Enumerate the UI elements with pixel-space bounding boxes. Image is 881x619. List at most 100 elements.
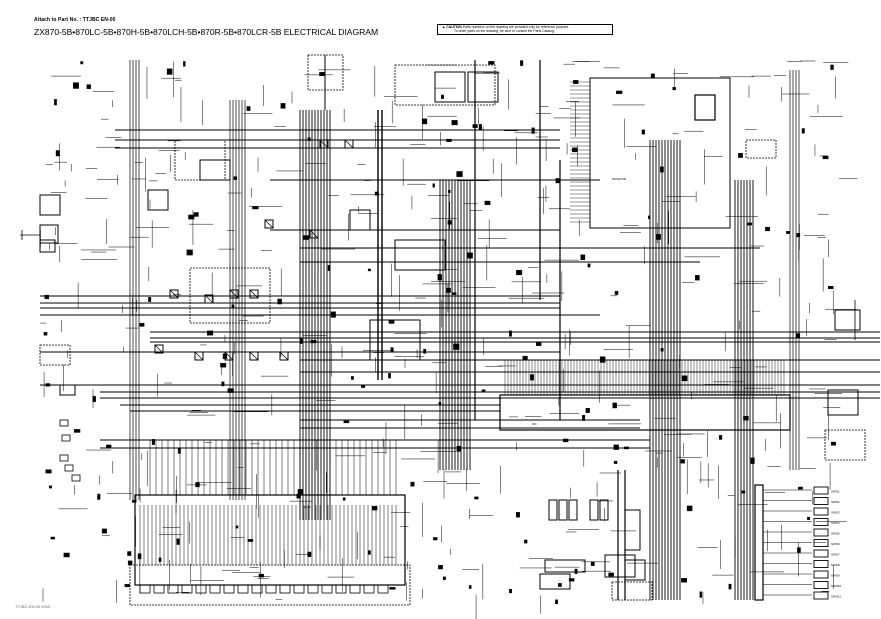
terminal-marker (587, 263, 591, 268)
terminal-marker (807, 516, 810, 520)
terminal-marker (441, 94, 444, 99)
wire-harness (20, 55, 880, 619)
component-box (349, 209, 371, 231)
terminal-marker (743, 415, 749, 421)
terminal-marker (515, 512, 520, 518)
terminal-marker (139, 322, 145, 327)
terminal-marker (451, 120, 458, 126)
output-connector (813, 560, 829, 568)
connector (599, 499, 609, 521)
terminal-marker (822, 155, 829, 160)
ecm-connector (321, 584, 333, 594)
terminal-marker (508, 330, 512, 337)
terminal-marker (574, 568, 578, 574)
relay-box (154, 344, 164, 354)
component-box (394, 64, 496, 106)
terminal-marker (235, 525, 239, 529)
output-connector-label: SWS4 (831, 521, 840, 525)
terminal-marker (433, 537, 438, 541)
terminal-marker (127, 551, 132, 556)
terminal-marker (467, 252, 473, 259)
output-connector (813, 591, 829, 600)
ecm-connector (167, 584, 179, 594)
relay-box (194, 351, 204, 361)
terminal-marker (524, 539, 528, 544)
component-box (369, 319, 421, 361)
component-box (189, 267, 271, 324)
terminal-marker (327, 265, 331, 271)
terminal-marker (131, 500, 137, 503)
terminal-marker (44, 294, 50, 300)
drawing-code: TTJBC-EN-00 0000 (15, 604, 51, 609)
terminal-marker (830, 64, 834, 70)
terminal-marker (166, 68, 173, 75)
terminal-marker (307, 137, 311, 141)
terminal-marker (361, 385, 366, 388)
terminal-marker (555, 599, 559, 605)
terminal-marker (747, 222, 753, 226)
component-box (39, 194, 61, 216)
terminal-marker (442, 576, 446, 581)
terminal-marker (45, 469, 52, 474)
terminal-marker (193, 212, 199, 217)
component-box (824, 429, 866, 461)
terminal-marker (446, 138, 452, 142)
component-box (499, 394, 791, 431)
terminal-marker (350, 376, 354, 380)
terminal-marker (613, 444, 619, 450)
terminal-marker (92, 396, 96, 402)
terminal-marker (641, 129, 645, 135)
output-connector-label: SWS3 (831, 511, 840, 515)
terminal-marker (45, 383, 51, 387)
components (39, 54, 866, 606)
terminal-marker (148, 297, 152, 302)
output-connector-label: SWS10 (831, 584, 842, 588)
terminal-marker (151, 439, 156, 445)
terminal-marker (195, 482, 200, 488)
terminal-marker (437, 274, 442, 281)
component-box (589, 77, 731, 229)
terminal-marker (530, 374, 534, 381)
terminal-marker (252, 206, 259, 210)
component-box (59, 384, 76, 396)
terminal-marker (307, 551, 312, 557)
component-box (827, 389, 859, 416)
terminal-marker (277, 298, 282, 305)
terminal-marker (797, 547, 801, 553)
terminal-marker (660, 166, 664, 173)
terminal-marker (388, 373, 391, 379)
wire (154, 344, 164, 354)
output-connector (813, 570, 829, 579)
output-connector-label: SWS5 (831, 532, 840, 536)
output-connector (813, 528, 829, 537)
output-connector-label: SWS2 (831, 500, 840, 504)
ecm-label: ECM (304, 505, 311, 509)
terminal-marker (390, 347, 394, 352)
diagram-title: ZX870-5B•870LC-5B•870H-5B•870LCH-5B•870R… (34, 27, 379, 37)
component-box (834, 309, 861, 331)
terminal-marker (280, 103, 286, 109)
connector (558, 499, 568, 521)
wire (249, 289, 259, 299)
wire (309, 229, 319, 239)
terminal-marker (827, 285, 834, 290)
terminal-marker (222, 353, 228, 360)
terminal-marker (97, 493, 101, 500)
terminal-marker (655, 234, 661, 240)
terminal-marker (573, 80, 579, 84)
component-box (61, 434, 71, 442)
terminal-marker (558, 583, 562, 587)
terminal-marker (446, 287, 451, 293)
component-box (544, 559, 586, 573)
terminal-marker (681, 375, 688, 382)
wire (204, 294, 214, 304)
terminal-marker (612, 402, 617, 409)
terminal-marker (299, 337, 303, 344)
ecm-connector (153, 584, 165, 594)
terminal-marker (613, 460, 618, 464)
terminal-marker (183, 61, 186, 67)
relay-box (309, 229, 319, 239)
output-connector (813, 549, 829, 558)
output-connector (813, 581, 829, 589)
